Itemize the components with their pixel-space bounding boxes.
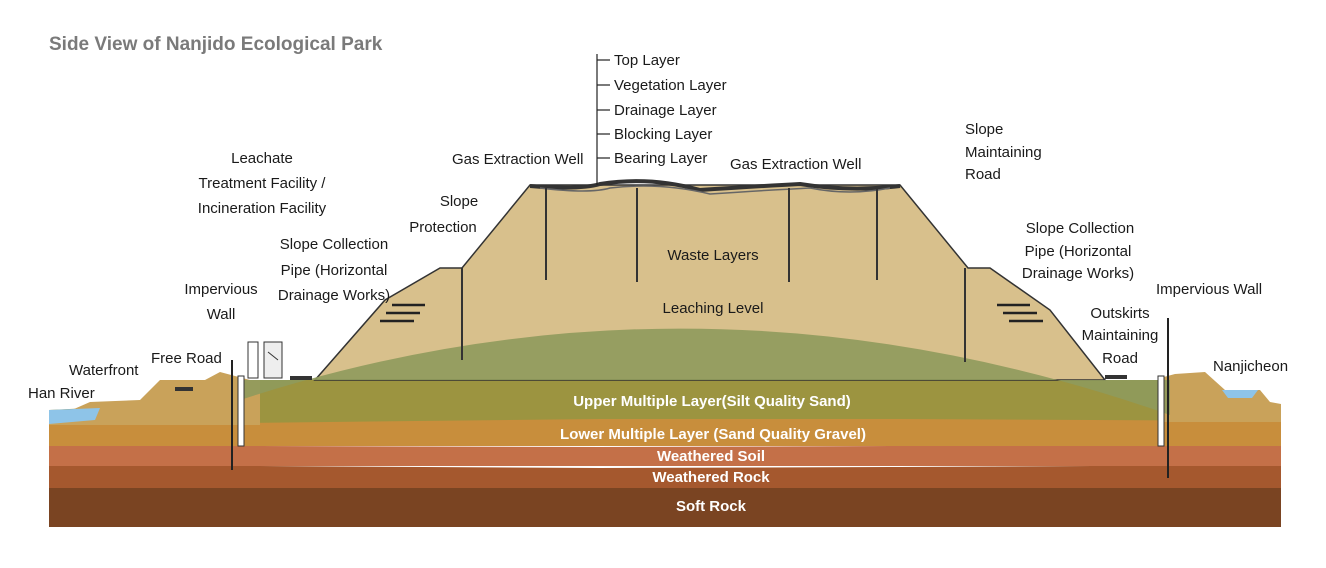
label-slope-road-3: Road xyxy=(965,166,1001,183)
label-impervious-left-2: Wall xyxy=(207,306,236,323)
label-leachate-3: Incineration Facility xyxy=(198,200,327,217)
label-slope-collection-left-2: Pipe (Horizontal xyxy=(281,262,388,279)
weathered-rock-stratum xyxy=(49,465,1281,488)
label-han-river: Han River xyxy=(28,385,95,402)
label-slope-road-2: Maintaining xyxy=(965,144,1042,161)
han-river-water xyxy=(49,408,100,424)
nanjicheon-water xyxy=(1222,390,1258,398)
impervious-wall-right xyxy=(1157,375,1165,447)
top-cover-inner xyxy=(539,185,891,195)
label-vegetation-layer: Vegetation Layer xyxy=(614,77,727,94)
label-slope-collection-right-1: Slope Collection xyxy=(1026,220,1134,237)
label-impervious-left-1: Impervious xyxy=(184,281,257,298)
label-outskirts-2: Maintaining xyxy=(1082,327,1159,344)
weathered-soil-stratum xyxy=(49,444,1281,466)
label-gas-well-right: Gas Extraction Well xyxy=(730,156,861,173)
label-blocking-layer: Blocking Layer xyxy=(614,126,712,143)
label-bearing-layer: Bearing Layer xyxy=(614,150,707,167)
label-waterfront: Waterfront xyxy=(69,362,139,379)
road-markers xyxy=(175,375,1127,391)
label-waste-layers: Waste Layers xyxy=(667,247,758,264)
label-slope-road-1: Slope xyxy=(965,121,1003,138)
label-free-road: Free Road xyxy=(151,350,222,367)
top-cover-layers xyxy=(529,179,901,193)
lower-multiple-stratum xyxy=(49,418,1281,446)
label-upper-multiple: Upper Multiple Layer(Silt Quality Sand) xyxy=(573,393,851,410)
label-slope-collection-left-3: Drainage Works) xyxy=(278,287,390,304)
diagram-title: Side View of Nanjido Ecological Park xyxy=(49,34,383,55)
label-slope-collection-left-1: Slope Collection xyxy=(280,236,388,253)
label-drainage-layer: Drainage Layer xyxy=(614,102,717,119)
label-slope-collection-right-3: Drainage Works) xyxy=(1022,265,1134,282)
label-weathered-rock: Weathered Rock xyxy=(652,469,770,486)
label-top-layer: Top Layer xyxy=(614,52,680,69)
label-weathered-soil: Weathered Soil xyxy=(657,448,765,465)
label-slope-collection-right-2: Pipe (Horizontal xyxy=(1025,243,1132,260)
leachate-mound xyxy=(240,328,1170,415)
label-leachate-2: Treatment Facility / xyxy=(199,175,327,192)
label-outskirts-1: Outskirts xyxy=(1090,305,1149,322)
slope-collection-pipes-left xyxy=(380,303,425,323)
label-impervious-right: Impervious Wall xyxy=(1156,281,1262,298)
right-ground-surface xyxy=(1160,372,1281,422)
label-nanjicheon: Nanjicheon xyxy=(1213,358,1288,375)
label-slope-protection-2: Protection xyxy=(409,219,477,236)
leachate-facility xyxy=(247,341,283,379)
label-lower-multiple: Lower Multiple Layer (Sand Quality Grave… xyxy=(560,426,866,443)
label-outskirts-3: Road xyxy=(1102,350,1138,367)
slope-collection-pipes-right xyxy=(997,303,1043,323)
label-gas-well-left: Gas Extraction Well xyxy=(452,151,583,168)
upper-multiple-stratum xyxy=(49,380,1281,425)
label-soft-rock: Soft Rock xyxy=(676,498,747,515)
soft-rock-stratum xyxy=(49,486,1281,527)
landfill-mound xyxy=(313,184,1107,381)
label-leaching-level: Leaching Level xyxy=(663,300,764,317)
label-leachate-1: Leachate xyxy=(231,150,293,167)
left-ground-surface xyxy=(49,372,260,425)
label-slope-protection-1: Slope xyxy=(440,193,478,210)
impervious-wall-left xyxy=(237,375,245,447)
top-layer-leaders xyxy=(596,54,610,185)
